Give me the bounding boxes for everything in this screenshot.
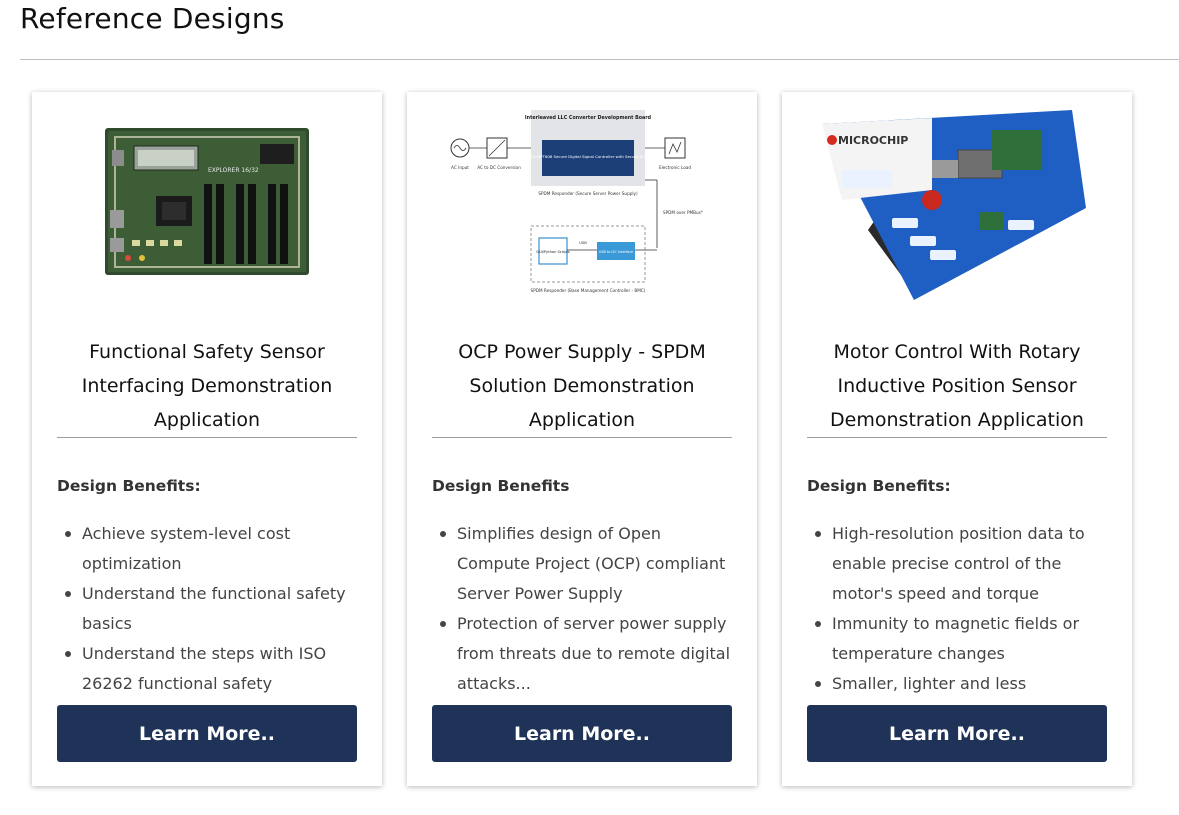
- list-item: Immunity to magnetic fields or temperatu…: [807, 609, 1107, 669]
- diagram-load: Electronic Load: [659, 165, 691, 170]
- title-divider: [20, 59, 1179, 60]
- list-item: Understand the steps with ISO 26262 func…: [57, 639, 357, 695]
- list-item: High-resolution position data to enable …: [807, 519, 1107, 609]
- card-title: Motor Control With Rotary Inductive Posi…: [830, 341, 1084, 431]
- benefits-list: Achieve system-level cost optimization U…: [57, 519, 357, 695]
- page-title: Reference Designs: [20, 2, 285, 35]
- benefits-list: High-resolution position data to enable …: [807, 519, 1107, 695]
- diagram-bus-label: SPDM over PMBus*: [663, 210, 703, 215]
- card-divider: [57, 437, 357, 438]
- brand-logo-text: MICROCHIP: [838, 134, 908, 147]
- card-motor-control: MICROCHIP Motor Control With Rotary Indu…: [782, 92, 1132, 786]
- benefits-heading: Design Benefits:: [57, 477, 201, 495]
- benefits-heading: Design Benefits:: [807, 477, 951, 495]
- diagram-chip-label: dsPIC33CK-MPT608 Secure Digital Signal C…: [515, 154, 661, 159]
- card-image-dev-board[interactable]: EXPLORER 16/32: [32, 100, 382, 320]
- learn-more-button[interactable]: Learn More..: [432, 705, 732, 762]
- benefits-list: Simplifies design of Open Compute Projec…: [432, 519, 732, 695]
- card-divider: [807, 437, 1107, 438]
- card-title: Functional Safety Sensor Interfacing Dem…: [81, 341, 333, 431]
- card-image-block-diagram[interactable]: Interleaved LLC Converter Development Bo…: [407, 100, 757, 320]
- card-title: OCP Power Supply - SPDM Solution Demonst…: [458, 341, 706, 431]
- diagram-ac-input: AC Input: [451, 165, 469, 170]
- diagram-usb-i2c: USB to I2C Interface: [599, 250, 633, 254]
- card-functional-safety: EXPLORER 16/32 Functional Safety Sensor …: [32, 92, 382, 786]
- diagram-ac-dc: AC to DC Conversion: [477, 165, 521, 170]
- list-item: Protection of server power supply from t…: [432, 609, 732, 695]
- diagram-usb: USB: [579, 240, 587, 245]
- card-divider: [432, 437, 732, 438]
- board-label: EXPLORER 16/32: [208, 167, 259, 174]
- diagram-gui: GUI/Python Scripts: [536, 250, 570, 254]
- benefits-heading: Design Benefits: [432, 477, 570, 495]
- learn-more-button[interactable]: Learn More..: [57, 705, 357, 762]
- list-item: Understand the functional safety basics: [57, 579, 357, 639]
- diagram-spdm-responder: SPDM Responder (Secure Server Power Supp…: [538, 191, 638, 196]
- list-item: Smaller, lighter and less expensive...: [807, 669, 1107, 695]
- card-ocp-power-supply: Interleaved LLC Converter Development Bo…: [407, 92, 757, 786]
- list-item: Achieve system-level cost optimization: [57, 519, 357, 579]
- diagram-bmc: SPDM Responder (Base Management Controll…: [531, 288, 646, 293]
- card-image-motor-demo[interactable]: MICROCHIP: [782, 100, 1132, 320]
- learn-more-button[interactable]: Learn More..: [807, 705, 1107, 762]
- list-item: Simplifies design of Open Compute Projec…: [432, 519, 732, 609]
- diagram-box-title: Interleaved LLC Converter Development Bo…: [525, 115, 652, 121]
